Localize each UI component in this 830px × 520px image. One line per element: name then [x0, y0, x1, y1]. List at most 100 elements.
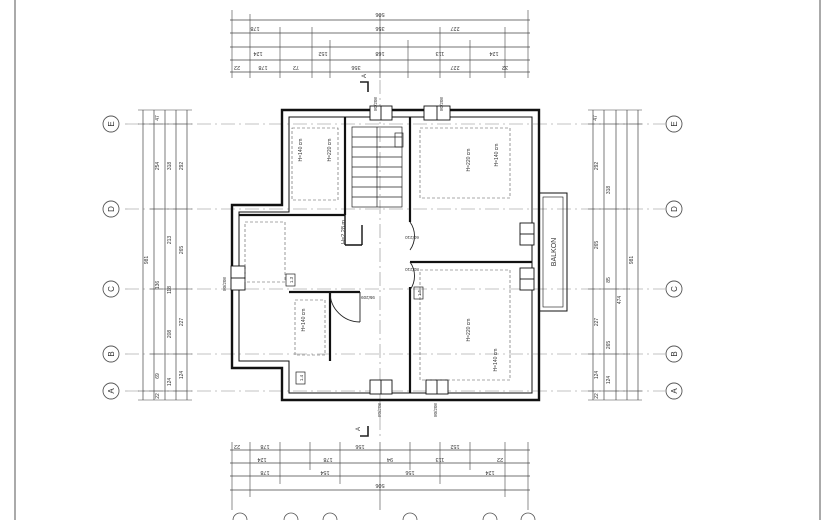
left-dim-i: 208 [167, 330, 173, 339]
right-dim-j: 474 [617, 296, 623, 305]
right-dimension-lines [588, 109, 642, 401]
left-dim-h: 118 [167, 286, 173, 294]
axis-right-C: C [670, 286, 679, 292]
axis-left-B: B [107, 351, 116, 356]
axis-left-A: A [107, 388, 116, 394]
axis-left-D: D [107, 206, 116, 212]
right-dim-g: 265 [606, 341, 612, 350]
bot-dim-r1-d: 152 [450, 443, 459, 449]
stair-height-label: H=2.28 m [341, 220, 347, 244]
door-label-top-left: 80/208 [373, 97, 378, 111]
room-1-5-h1: H=140 cm [493, 349, 499, 372]
right-dim-b: 292 [594, 162, 600, 171]
room-1-2-h1: H=140 cm [494, 144, 500, 167]
balcony-label: BALKON [551, 238, 558, 266]
left-dim-c: 318 [167, 162, 173, 171]
right-axis-bubbles: E D C B A [665, 115, 683, 400]
left-dim-m: 69 [155, 373, 161, 379]
room-1-2-h2: H=220 cm [466, 149, 472, 172]
room-1-5-h2: H=220 cm [466, 319, 472, 342]
section-mark-bottom: A [356, 427, 362, 431]
section-markers [360, 81, 369, 437]
left-dim-l: 124 [179, 371, 185, 380]
door-swings [329, 221, 415, 323]
balcony [538, 192, 568, 312]
left-dim-a: 47 [155, 115, 161, 121]
door-labels: 80/208 80/208 80/208 80/208 80/208 60/21… [222, 97, 444, 417]
door-label-room-1-4: 95/209 [361, 295, 375, 300]
left-dimension-lines [138, 109, 192, 401]
bot-dim-r3-b: 154 [320, 469, 329, 475]
room-1-1-h1: H=140 cm [298, 139, 304, 162]
top-dim-r2-b: 356 [375, 25, 384, 31]
grid-lines [125, 80, 665, 440]
bot-dim-r2-b: 178 [323, 456, 332, 462]
left-dim-b: 254 [155, 162, 161, 171]
top-dim-r4-a: 22 [234, 64, 240, 70]
top-dim-r2-a: 178 [250, 25, 259, 31]
interior-walls [239, 117, 532, 393]
bottom-dimension-lines [230, 442, 530, 510]
bot-dim-r1-b: 178 [260, 443, 269, 449]
section-mark-top: A [362, 74, 368, 78]
stairs [351, 126, 404, 208]
right-dimension-texts: 47 292 318 265 85 227 265 124 124 474 98… [593, 115, 635, 399]
right-dim-h: 124 [594, 371, 600, 380]
top-dim-r4-f: 32 [502, 64, 508, 70]
left-dim-n: 22 [155, 393, 161, 399]
right-dim-i: 124 [606, 376, 612, 385]
door-label-hall-lower: 80/210 [405, 267, 419, 272]
axis-right-B: B [670, 351, 679, 356]
bot-dim-total: 506 [375, 482, 384, 488]
left-dim-total: 981 [144, 256, 150, 265]
top-dim-r3-b: 152 [318, 50, 327, 56]
top-dimension-lines [230, 10, 530, 78]
top-dim-r3-c: 168 [375, 50, 384, 56]
right-dim-total: 981 [629, 256, 635, 265]
right-dim-f: 227 [594, 318, 600, 327]
top-dim-r4-b: 178 [258, 64, 267, 70]
door-label-hall-upper: 60/210 [405, 235, 419, 240]
top-dim-r4-e: 227 [450, 64, 459, 70]
left-axis-bubbles: E D C B A [102, 115, 120, 400]
door-label-top-right: 80/208 [439, 97, 444, 111]
right-dim-k: 22 [594, 393, 600, 399]
room-1-4-id: 1.4 [299, 374, 304, 381]
roof-slope-lines [244, 127, 511, 381]
bottom-axis-circles [232, 512, 536, 520]
right-dim-d: 265 [594, 241, 600, 250]
left-dim-g: 136 [155, 281, 161, 290]
top-dimension-texts: 506 178 356 227 124 152 168 113 124 22 1… [234, 11, 508, 70]
room-markers: 1.3 1.4 1.5 [285, 273, 424, 385]
right-dim-c: 318 [606, 186, 612, 195]
axis-left-C: C [107, 286, 116, 292]
door-label-bottom-right: 80/208 [433, 403, 438, 417]
top-dim-r4-c: 72 [293, 64, 299, 70]
room-1-4-h1: H=140 cm [301, 309, 307, 332]
top-dim-r4-d: 356 [351, 64, 360, 70]
bot-dim-r2-d: 113 [436, 456, 445, 462]
door-label-window-left: 80/208 [222, 277, 227, 291]
top-dim-r3-d: 113 [436, 50, 445, 56]
top-dim-total: 506 [375, 11, 384, 17]
top-dim-r2-c: 227 [450, 25, 459, 31]
left-dim-k: 124 [167, 378, 173, 387]
bottom-dimension-texts: 22 178 156 152 124 178 94 113 22 178 154… [234, 443, 503, 488]
bot-dim-r1-a: 22 [234, 443, 240, 449]
room-1-1-h2: H=220 cm [327, 139, 333, 162]
bot-dim-r2-e: 22 [497, 456, 503, 462]
room-1-3-id: 1.3 [289, 276, 294, 283]
bot-dim-r2-c: 94 [387, 456, 393, 462]
left-dimension-texts: 47 254 318 292 213 265 136 118 208 227 1… [144, 115, 185, 399]
left-dim-e: 213 [167, 236, 173, 245]
axis-right-D: D [670, 206, 679, 212]
bot-dim-r3-a: 178 [260, 469, 269, 475]
left-dim-j: 227 [179, 318, 185, 327]
bot-dim-r3-c: 156 [405, 469, 414, 475]
left-dim-d: 292 [179, 162, 185, 171]
right-dim-e: 85 [606, 277, 612, 283]
top-dim-r3-e: 124 [489, 50, 498, 56]
right-dim-a: 47 [593, 115, 599, 121]
axis-right-E: E [670, 121, 679, 126]
